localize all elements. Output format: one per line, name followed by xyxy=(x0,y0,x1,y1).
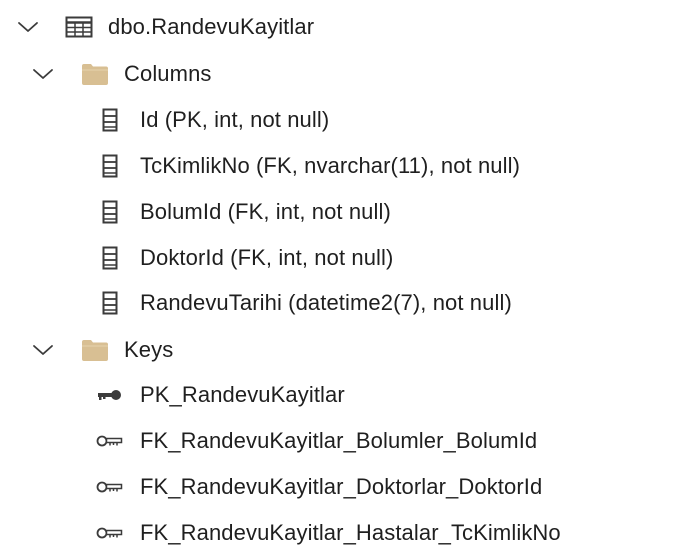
key-item[interactable]: FK_RandevuKayitlar_Hastalar_TcKimlikNo xyxy=(0,511,674,555)
column-label: RandevuTarihi (datetime2(7), not null) xyxy=(140,290,512,315)
key-label: FK_RandevuKayitlar_Hastalar_TcKimlikNo xyxy=(140,520,561,545)
primary-key-icon xyxy=(98,390,121,400)
columns-folder-label: Columns xyxy=(124,61,212,86)
foreign-key-icon xyxy=(96,527,123,539)
column-label: BolumId (FK, int, not null) xyxy=(140,199,391,224)
tree-node-table[interactable]: dbo.RandevuKayitlar xyxy=(0,5,674,49)
column-label: TcKimlikNo (FK, nvarchar(11), not null) xyxy=(140,153,521,178)
keys-folder-label: Keys xyxy=(124,337,174,362)
chevron-down-icon[interactable] xyxy=(17,20,39,34)
chevron-down-icon[interactable] xyxy=(32,67,54,81)
column-icon xyxy=(102,108,118,132)
key-item[interactable]: PK_RandevuKayitlar xyxy=(0,373,674,417)
key-label: FK_RandevuKayitlar_Doktorlar_DoktorId xyxy=(140,474,543,499)
folder-icon xyxy=(82,64,108,85)
column-icon xyxy=(102,154,118,178)
tree-node-keys-folder[interactable]: Keys xyxy=(0,328,674,372)
column-icon xyxy=(102,200,118,224)
tree-node-columns-folder[interactable]: Columns xyxy=(0,52,674,96)
column-label: Id (PK, int, not null) xyxy=(140,107,330,132)
column-item[interactable]: BolumId (FK, int, not null) xyxy=(0,190,674,234)
key-label: PK_RandevuKayitlar xyxy=(140,382,345,407)
table-icon xyxy=(65,16,93,38)
column-item[interactable]: TcKimlikNo (FK, nvarchar(11), not null) xyxy=(0,144,674,188)
foreign-key-icon xyxy=(96,435,123,447)
column-icon xyxy=(102,246,118,270)
column-label: DoktorId (FK, int, not null) xyxy=(140,245,394,270)
key-item[interactable]: FK_RandevuKayitlar_Doktorlar_DoktorId xyxy=(0,465,674,509)
column-icon xyxy=(102,291,118,315)
key-label: FK_RandevuKayitlar_Bolumler_BolumId xyxy=(140,428,538,453)
key-item[interactable]: FK_RandevuKayitlar_Bolumler_BolumId xyxy=(0,419,674,463)
folder-icon xyxy=(82,340,108,361)
chevron-down-icon[interactable] xyxy=(32,343,54,357)
column-item[interactable]: RandevuTarihi (datetime2(7), not null) xyxy=(0,281,674,325)
table-node-label: dbo.RandevuKayitlar xyxy=(108,14,315,39)
column-item[interactable]: Id (PK, int, not null) xyxy=(0,98,674,142)
column-item[interactable]: DoktorId (FK, int, not null) xyxy=(0,236,674,280)
foreign-key-icon xyxy=(96,481,123,493)
